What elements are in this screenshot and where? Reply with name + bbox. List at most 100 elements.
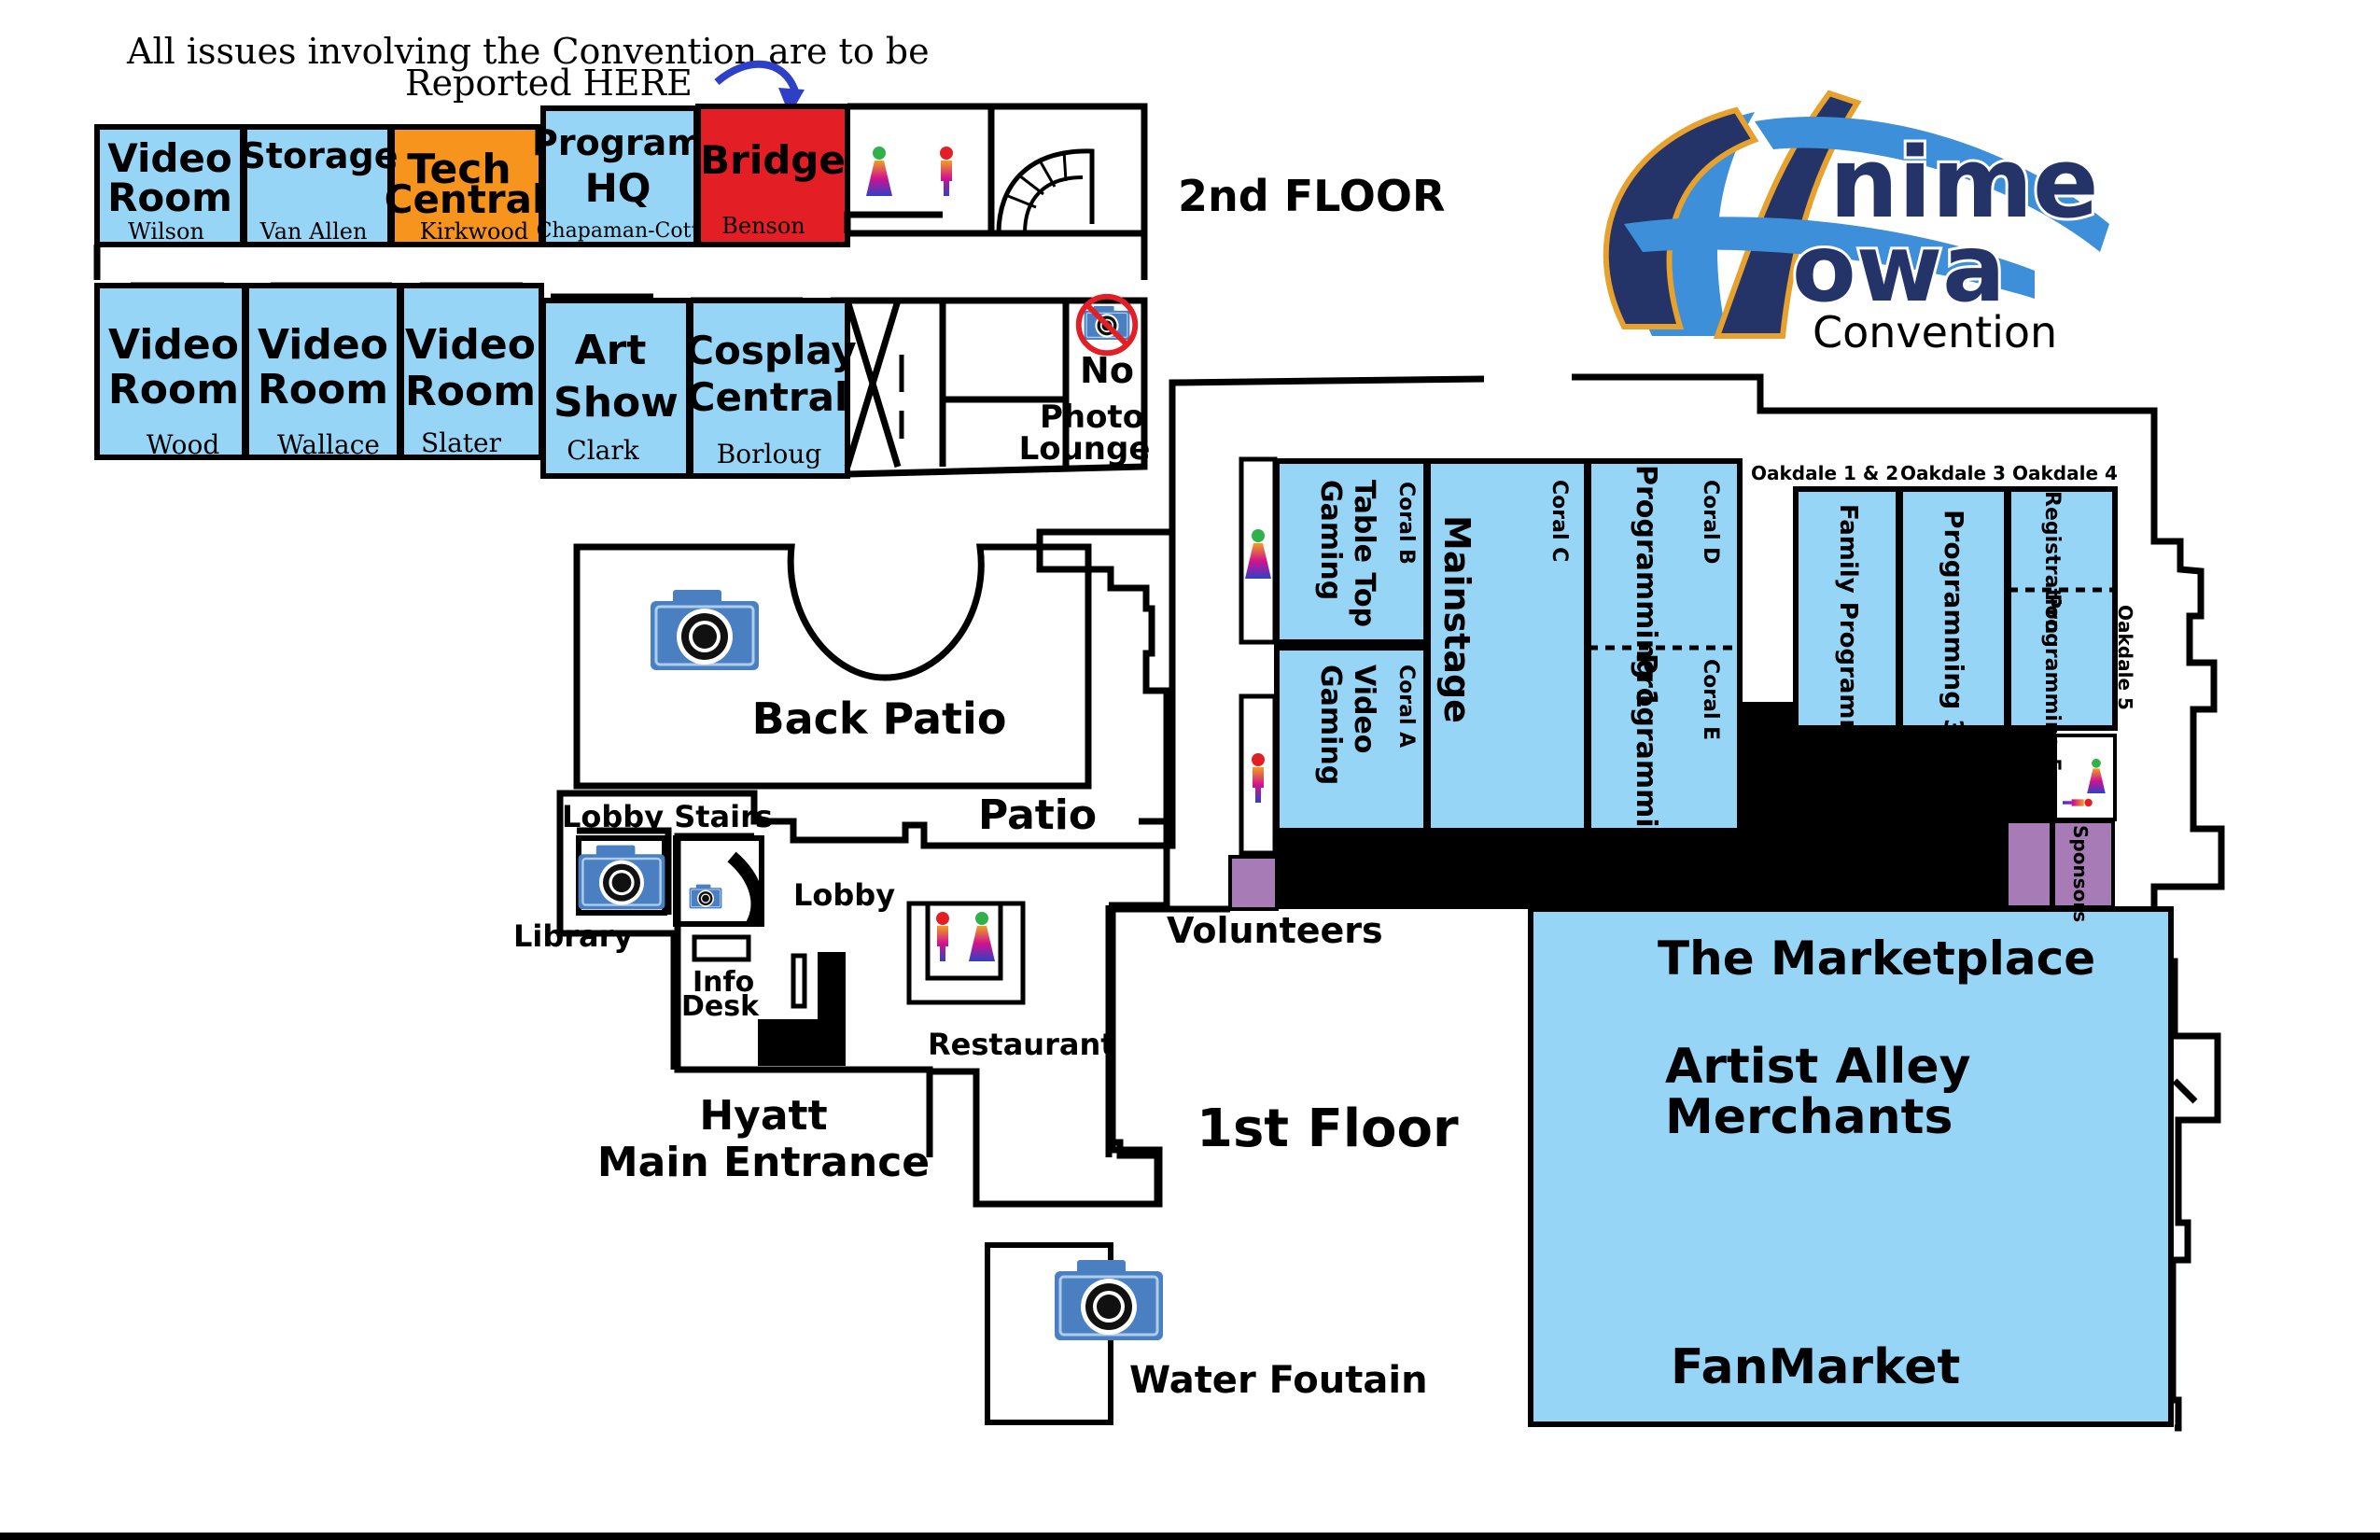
floor2-title: 2nd FLOOR	[1178, 171, 1445, 221]
label-artist-alley: Artist Alley	[1665, 1039, 1971, 1095]
sub-benson: Benson	[721, 213, 805, 239]
label-photo: Photo	[1040, 399, 1144, 436]
photo-spot-water-fountain-icon	[1053, 1258, 1165, 1342]
no-photo-icon	[1075, 293, 1139, 357]
back-patio-area	[573, 543, 1092, 790]
room-registration-programming-5[interactable]	[2006, 486, 2118, 731]
label-programming-2: Programming 2	[1630, 653, 1662, 897]
label-back-patio: Back Patio	[752, 693, 1007, 744]
arrow-icon	[714, 60, 799, 93]
label-registration: Registration	[2040, 491, 2064, 634]
label-programming-5: Programming 5	[2040, 594, 2064, 772]
notice-line-1: All issues involving the Convention are …	[126, 31, 930, 72]
label-video-wood-2: Room	[108, 366, 239, 413]
label-oakdale-5: Oakdale 5	[2114, 605, 2136, 710]
label-program-hq-1: Program	[532, 122, 704, 163]
sub-van-allen: Van Allen	[259, 218, 368, 245]
room-bridge[interactable]	[695, 104, 850, 247]
label-bridge: Bridge	[700, 137, 846, 183]
label-family-programming: Family Programming	[1834, 504, 1862, 788]
sub-slater: Slater	[421, 427, 502, 458]
label-lobby: Lobby	[793, 877, 895, 913]
room-cosplay-central[interactable]	[688, 298, 850, 479]
room-video-wood[interactable]	[94, 283, 247, 460]
sub-wallace: Wallace	[277, 429, 380, 460]
sub-clark: Clark	[567, 435, 639, 466]
label-lobby-stairs: Lobby Stairs	[562, 799, 773, 834]
room-volunteers[interactable]	[1228, 855, 1279, 911]
label-coral-d: Coral D	[1699, 480, 1722, 564]
label-info: Info	[693, 966, 754, 999]
room-family-programming[interactable]	[1793, 486, 1901, 731]
label-no: No	[1080, 350, 1134, 391]
label-video-slater-2: Room	[405, 368, 536, 415]
label-tech-central-1: Tech	[407, 146, 511, 193]
room-tech-central[interactable]	[389, 124, 544, 247]
label-mainstage: Mainstage	[1436, 515, 1477, 723]
floor1-title: 1st Floor	[1197, 1099, 1459, 1159]
label-video: Video	[1348, 665, 1380, 753]
label-storage: Storage	[241, 135, 399, 176]
label-art-show-2: Show	[553, 379, 679, 427]
label-restaurant: Restaurant	[928, 1027, 1115, 1062]
label-library: Library	[513, 918, 633, 954]
logo-convention: Convention	[1813, 307, 2057, 357]
label-oakdale-1-2: Oakdale 1 & 2	[1751, 462, 1898, 484]
label-lounge: Lounge	[1019, 430, 1151, 468]
label-patio: Patio	[978, 791, 1097, 839]
label-cosplay-2: Central	[687, 374, 848, 420]
label-video-gaming: Gaming	[1314, 665, 1347, 785]
label-desk: Desk	[681, 990, 760, 1023]
restroom-oakdale	[2053, 734, 2117, 821]
label-video-wallace-2: Room	[258, 366, 388, 413]
room-programming-3[interactable]	[1897, 486, 2009, 731]
anime-iowa-logo: nime owa Convention	[1603, 90, 2109, 357]
room-mainstage[interactable]	[1425, 458, 1589, 833]
sub-kirkwood: Kirkwood	[420, 218, 528, 245]
label-coral-a: Coral A	[1394, 665, 1418, 748]
room-purple-small	[2005, 819, 2053, 909]
label-programming-3: Programming 3	[1939, 510, 1969, 736]
photo-spot-library-icon	[577, 844, 666, 911]
sub-wood: Wood	[147, 429, 220, 460]
logo-owa: owa	[1792, 214, 2006, 323]
label-video-slater-1: Video	[405, 321, 536, 369]
logo-nime: nime	[1829, 126, 2099, 240]
label-video-wilson-2: Room	[107, 175, 232, 220]
label-art-show-1: Art	[575, 327, 647, 374]
label-video-wood-1: Video	[108, 321, 239, 369]
label-table-top-gaming: Gaming	[1314, 480, 1347, 600]
label-oakdale-3: Oakdale 3	[1900, 462, 2006, 484]
label-coral-c: Coral C	[1547, 480, 1571, 562]
label-volunteers: Volunteers	[1167, 910, 1383, 951]
room-video-wilson[interactable]	[94, 124, 245, 247]
label-coral-e: Coral E	[1699, 659, 1722, 740]
room-program-hq[interactable]	[540, 105, 699, 247]
label-sponsors: Sponsors	[2069, 825, 2092, 922]
label-hyatt: Hyatt	[699, 1092, 827, 1140]
label-main-entrance: Main Entrance	[597, 1139, 930, 1186]
stairs-box	[673, 835, 764, 927]
sub-wilson: Wilson	[128, 218, 204, 245]
room-marketplace[interactable]	[1528, 906, 2174, 1427]
label-coral-b: Coral B	[1394, 482, 1418, 565]
spiral-stairs-icon	[996, 148, 1095, 234]
label-programming-1: Programming 1	[1630, 465, 1662, 708]
info-desk-box	[692, 934, 751, 962]
room-coral-a-video-gaming[interactable]	[1274, 645, 1429, 833]
label-video-wallace-1: Video	[258, 321, 388, 369]
label-oakdale-4: Oakdale 4	[2012, 462, 2118, 484]
label-video-wilson-1: Video	[107, 135, 232, 181]
label-fanmarket: FanMarket	[1671, 1339, 1960, 1395]
label-merchants: Merchants	[1665, 1089, 1953, 1145]
sub-chapaman-cott: Chapaman-Cott	[537, 219, 700, 243]
sub-borloug: Borloug	[717, 439, 822, 469]
notice-line-2: Reported HERE	[405, 63, 693, 104]
label-table-top: Table Top	[1348, 480, 1380, 627]
room-sponsors[interactable]	[2051, 819, 2115, 909]
label-tech-central-2: Central	[385, 176, 546, 222]
label-water-fountain: Water Foutain	[1129, 1359, 1428, 1402]
label-cosplay-1: Cosplay	[685, 328, 857, 373]
room-storage-van-allen[interactable]	[242, 124, 393, 247]
